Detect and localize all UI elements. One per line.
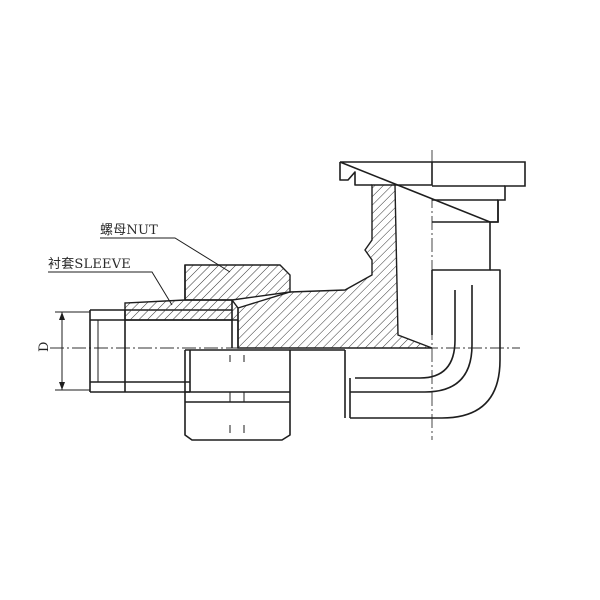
tube — [89, 309, 232, 393]
nut-label: 螺母NUT — [100, 223, 158, 238]
nut — [184, 264, 291, 441]
sleeve-label: 衬套SLEEVE — [48, 256, 131, 272]
diameter-dimension: D — [37, 311, 90, 391]
sleeve — [124, 299, 239, 321]
sleeve-callout: 衬套SLEEVE — [48, 256, 173, 306]
nut-callout: 螺母NUT — [100, 223, 231, 273]
elbow-outside-view — [290, 161, 526, 419]
diameter-label: D — [37, 342, 52, 352]
elbow-body-section — [231, 184, 433, 349]
